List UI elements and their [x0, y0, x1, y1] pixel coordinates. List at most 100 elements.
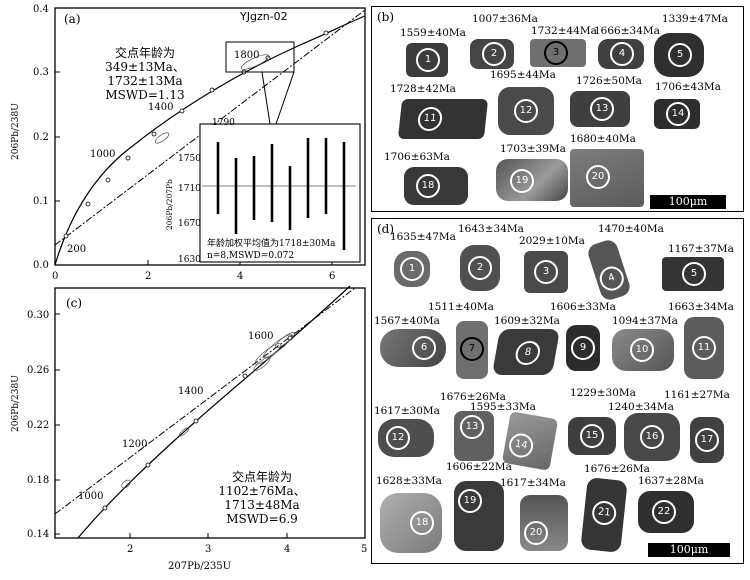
panel-a-inset-ytick: 1790	[212, 118, 235, 128]
panel-c-frame	[54, 287, 366, 539]
grain-d10-age: 1094±37Ma	[612, 315, 678, 327]
panel-c-age-1400: 1400	[178, 386, 203, 397]
panel-c-xlabel: 207Pb/235U	[168, 561, 231, 572]
grain-b12-age: 1695±44Ma	[490, 69, 556, 81]
grain-b4-spot: 4	[610, 42, 634, 66]
panel-c-concordia-points	[102, 335, 293, 511]
panel-c-ytick: 0.18	[27, 475, 49, 486]
grain-b19: 19	[496, 159, 568, 201]
panel-c-age-1200: 1200	[122, 439, 147, 450]
grain-d15-spot: 15	[580, 424, 604, 448]
grain-d21-spot: 21	[591, 499, 618, 527]
grain-d22-age: 1637±28Ma	[638, 475, 704, 487]
panel-a-inset-ytick: 1630	[178, 255, 201, 265]
panel-c-age-1600: 1600	[248, 331, 273, 342]
grain-d14-age: 1595±33Ma	[470, 401, 536, 413]
panel-a-xtick-1: 2	[145, 271, 151, 282]
grain-d17: 17	[690, 417, 724, 463]
grain-b2-spot: 2	[482, 42, 506, 66]
panel-c-discordia-line	[54, 287, 356, 515]
panel-c-chart: 0.14 0.18 0.22 0.26 0.30 2 3 4 5 206Pb/2…	[11, 285, 367, 572]
grain-d8: 8	[491, 329, 561, 375]
grain-b1-age: 1559±40Ma	[400, 27, 466, 39]
grain-d20: 20	[520, 495, 568, 551]
grain-b11-spot: 11	[416, 107, 444, 131]
grain-d3-age: 2029±10Ma	[519, 235, 585, 247]
panel-c-y-ticks	[55, 313, 60, 535]
panel-c: 0.14 0.18 0.22 0.26 0.30 2 3 4 5 206Pb/2…	[0, 282, 370, 580]
grain-b2: 2	[470, 39, 514, 69]
panel-a-y-ticks	[55, 7, 60, 266]
panel-a-inset-ylabel: 206Pb/207Pb	[165, 179, 174, 230]
panel-c-ytick: 0.30	[27, 310, 49, 321]
panel-a-concordia-points	[63, 30, 329, 239]
panel-a-inset-ytick: 1750	[178, 154, 201, 164]
grain-b11: 11	[397, 99, 489, 139]
grain-b13-age: 1726±50Ma	[576, 75, 642, 87]
grain-d9: 9	[566, 325, 600, 371]
grain-d13-spot: 13	[460, 415, 484, 439]
grain-b5-spot: 5	[668, 43, 692, 67]
panel-c-intercept-ages: 1102±76Ma、1713±48Ma	[218, 484, 306, 512]
grain-b3: 3	[530, 39, 586, 67]
grain-d21: 21	[580, 477, 628, 553]
grain-d4-spot: 4	[596, 263, 627, 294]
grain-b1: 1	[406, 43, 448, 77]
grain-d20-age: 1617±34Ma	[500, 477, 566, 489]
grain-d20-spot: 20	[524, 521, 548, 545]
panel-c-age-1000: 1000	[78, 491, 103, 502]
panel-a-inset-ytick: 1670	[178, 219, 201, 229]
panel-c-label: (c)	[66, 296, 83, 310]
grain-d22-spot: 22	[652, 500, 676, 524]
grain-d17-age: 1161±27Ma	[664, 389, 730, 401]
grain-d4: 4	[585, 237, 633, 303]
panel-c-error-ellipses	[121, 331, 295, 489]
grain-d10-spot: 10	[630, 338, 654, 362]
panel-c-xtick: 5	[361, 544, 367, 555]
grain-b11-age: 1728±42Ma	[390, 83, 456, 95]
panel-a-ytick-2: 0.2	[33, 132, 49, 143]
grain-d2-age: 1643±34Ma	[458, 223, 524, 235]
grain-d16-age: 1240±34Ma	[608, 401, 674, 413]
grain-d19: 19	[454, 481, 504, 551]
grain-d22: 22	[638, 491, 694, 533]
grain-d4-age: 1470±40Ma	[598, 223, 664, 235]
panel-d-scale-bar: 100μm	[648, 543, 730, 557]
panel-a-ylabel: 206Pb/238U	[11, 103, 21, 160]
panel-b-label: (b)	[377, 10, 395, 24]
grain-b5: 5	[654, 33, 704, 77]
panel-a-inset-note-1: 年龄加权平均值为1718±30Ma	[207, 237, 336, 249]
grain-b13: 13	[570, 91, 630, 127]
panel-b-scale-bar: 100μm	[650, 195, 726, 209]
grain-d16-spot: 16	[640, 425, 664, 449]
grain-d16: 16	[624, 413, 680, 461]
panel-c-xtick: 2	[127, 544, 133, 555]
grain-d15-age: 1229±30Ma	[570, 387, 636, 399]
grain-b12-spot: 12	[514, 99, 538, 123]
panel-a-age-1000: 1000	[90, 149, 115, 160]
panel-c-intercept-text: 交点年龄为 1102±76Ma、1713±48Ma MSWD=6.9	[182, 470, 342, 526]
panel-a-intercept-title: 交点年龄为	[114, 46, 175, 60]
panel-a-chart: 0.0 0.1 0.2 0.3 0.4 0 2 4 6 206Pb/238U 2…	[11, 4, 366, 282]
panel-c-xtick: 4	[284, 544, 290, 555]
grain-b19-spot: 19	[510, 169, 534, 193]
grain-d5-spot: 5	[682, 262, 706, 286]
grain-d10: 10	[612, 329, 674, 371]
grain-d7-spot: 7	[460, 337, 484, 361]
grain-b14: 14	[654, 99, 700, 129]
panel-a-age-1800: 1800	[234, 50, 259, 61]
panel-a-xtick-2: 4	[237, 271, 243, 282]
grain-d19-spot: 19	[458, 489, 482, 513]
grain-b3-spot: 3	[544, 41, 568, 65]
panel-a-zoom-connector	[275, 71, 295, 125]
panel-a-ytick-0: 0.0	[33, 260, 49, 271]
grain-d12-spot: 12	[386, 426, 410, 450]
grain-b18-age: 1706±63Ma	[384, 151, 450, 163]
grain-b5-age: 1339±47Ma	[662, 13, 728, 25]
grain-b4: 4	[598, 39, 644, 69]
panel-a-label: (a)	[64, 12, 81, 26]
grain-b3-age: 1732±44Ma	[531, 25, 597, 37]
panel-a-inset-error-bars	[216, 138, 346, 250]
panel-a-xtick-3: 6	[329, 271, 335, 282]
grain-d17-spot: 17	[695, 428, 719, 452]
